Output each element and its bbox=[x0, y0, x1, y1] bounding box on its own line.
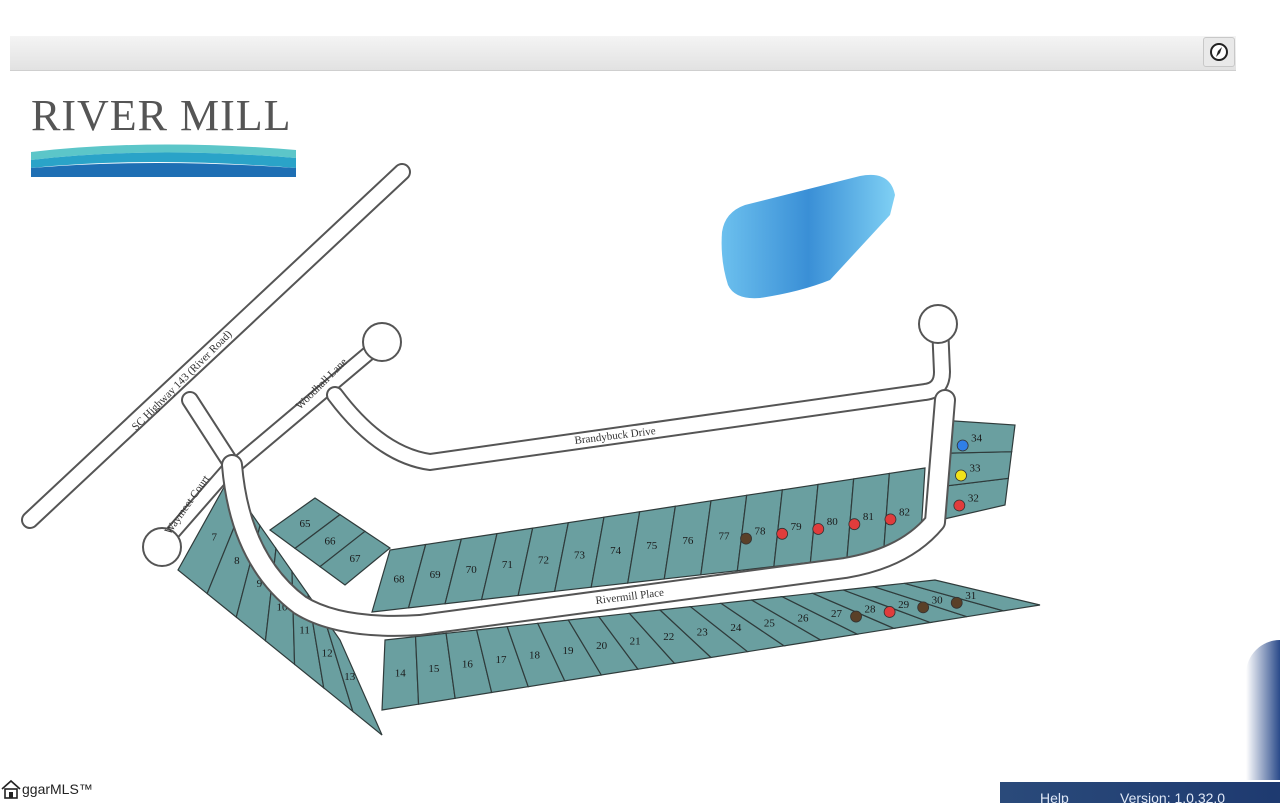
lot-label: 23 bbox=[697, 626, 709, 638]
label-highway: SC Highway 143 (River Road) bbox=[130, 328, 235, 433]
lot-label: 70 bbox=[466, 564, 478, 576]
lot-67[interactable] bbox=[319, 530, 392, 586]
lot-label: 24 bbox=[730, 622, 742, 634]
lot-31[interactable] bbox=[904, 579, 1041, 612]
lot-label: 17 bbox=[495, 654, 507, 666]
status-marker-lot-30[interactable] bbox=[917, 601, 930, 614]
lot-13[interactable] bbox=[323, 616, 383, 736]
status-marker-lot-31[interactable] bbox=[950, 596, 963, 609]
lot-label: 33 bbox=[970, 463, 982, 475]
lot-label: 68 bbox=[394, 574, 406, 586]
status-marker-lot-78[interactable] bbox=[740, 532, 752, 545]
compass-icon bbox=[1210, 43, 1228, 61]
lot-label: 25 bbox=[764, 617, 776, 629]
lot-label: 18 bbox=[529, 649, 541, 661]
lot-label: 12 bbox=[322, 648, 333, 660]
version-label: Version: 1.0.32.0 bbox=[1120, 790, 1226, 803]
lot-label: 69 bbox=[430, 569, 442, 581]
lot-label: 67 bbox=[350, 553, 362, 565]
lot-label: 71 bbox=[502, 559, 513, 571]
status-marker-lot-81[interactable] bbox=[848, 518, 861, 531]
viewer-footer: Help Version: 1.0.32.0 bbox=[1000, 782, 1280, 803]
lot-label: 75 bbox=[646, 540, 658, 552]
lot-label: 27 bbox=[831, 608, 843, 620]
pond bbox=[721, 174, 895, 299]
lot-label: 82 bbox=[899, 506, 910, 518]
lot-label: 32 bbox=[968, 493, 979, 505]
lot-label: 16 bbox=[462, 659, 474, 671]
lot-label: 7 bbox=[212, 532, 218, 544]
help-link[interactable]: Help bbox=[1040, 790, 1069, 803]
lot-label: 65 bbox=[300, 518, 312, 530]
lot-label: 73 bbox=[574, 550, 586, 562]
roads bbox=[21, 163, 958, 637]
status-marker-lot-29[interactable] bbox=[883, 606, 896, 618]
lot-label: 9 bbox=[257, 578, 263, 590]
lot-label: 21 bbox=[630, 636, 641, 648]
lot-label: 26 bbox=[797, 613, 809, 625]
lot-label: 72 bbox=[538, 554, 549, 566]
watermark-brand: ggarMLS™ bbox=[22, 781, 93, 797]
lot-label: 31 bbox=[965, 590, 976, 602]
status-marker-lot-34[interactable] bbox=[956, 439, 969, 452]
lot-label: 78 bbox=[755, 526, 767, 538]
lot-label: 13 bbox=[344, 671, 356, 683]
lot-label: 30 bbox=[932, 594, 944, 606]
lot-label: 34 bbox=[971, 433, 983, 445]
logo-waves bbox=[31, 144, 296, 177]
lot-label: 79 bbox=[791, 521, 803, 533]
lot-label: 66 bbox=[325, 535, 337, 547]
lot-label: 15 bbox=[428, 663, 440, 675]
status-marker-lot-80[interactable] bbox=[812, 523, 825, 535]
status-markers bbox=[740, 439, 969, 623]
lot-label: 14 bbox=[395, 668, 407, 680]
lot-label: 76 bbox=[682, 535, 694, 547]
lot-label: 80 bbox=[827, 516, 839, 528]
lot-label: 11 bbox=[299, 624, 310, 636]
status-marker-lot-79[interactable] bbox=[776, 527, 789, 540]
lot-label: 81 bbox=[863, 511, 874, 523]
viewer-toolbar bbox=[10, 36, 1236, 71]
compass-button[interactable] bbox=[1203, 37, 1235, 67]
lot-label: 19 bbox=[563, 645, 575, 657]
lot-label: 74 bbox=[610, 545, 622, 557]
status-marker-lot-28[interactable] bbox=[850, 610, 862, 623]
lot-label: 20 bbox=[596, 640, 608, 652]
status-marker-lot-32[interactable] bbox=[953, 499, 966, 512]
lot-label: 28 bbox=[865, 604, 877, 616]
lot-label: 22 bbox=[663, 631, 674, 643]
lot-label: 29 bbox=[898, 599, 910, 611]
logo-title: RIVER MILL bbox=[31, 91, 292, 140]
status-marker-lot-82[interactable] bbox=[884, 513, 897, 526]
watermark: ggarMLS™ bbox=[0, 776, 110, 802]
lot-label: 77 bbox=[718, 530, 730, 542]
lot-label: 8 bbox=[234, 555, 240, 567]
viewer-edge-shade bbox=[1246, 640, 1280, 780]
house-icon bbox=[1, 779, 21, 799]
lot-label: 10 bbox=[277, 601, 289, 613]
status-marker-lot-33[interactable] bbox=[955, 469, 967, 482]
